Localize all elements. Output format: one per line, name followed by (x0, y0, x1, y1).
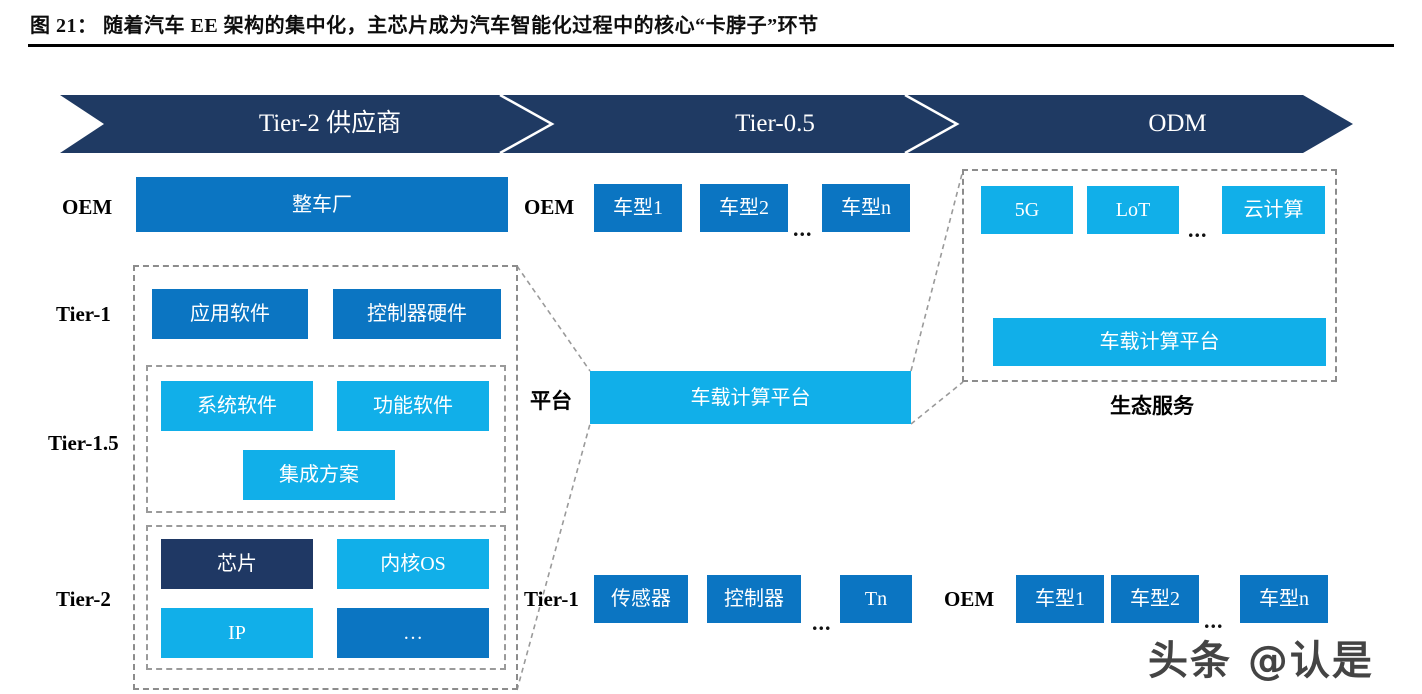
middle-oem-label: OEM (524, 195, 575, 219)
box-right-oem-model-n: 车型n (1240, 575, 1328, 623)
box-label: 控制器 (724, 588, 784, 610)
watermark: 头条 @认是 (1148, 638, 1374, 684)
box-label: 整车厂 (292, 193, 352, 216)
box-middle-vehicle-compute-platform: 车载计算平台 (590, 371, 911, 424)
box-label: 功能软件 (373, 395, 453, 417)
box-left-oem-vehicle-plant: 整车厂 (136, 177, 508, 232)
tier2-subgroup-container (146, 525, 506, 670)
middle-tier1-label: Tier-1 (524, 587, 579, 611)
box-middle-tier1-tn: Tn (840, 575, 912, 623)
value-chain-banner: Tier-2 供应商 Tier-0.5 ODM (60, 95, 1353, 153)
banner-shape (60, 95, 1353, 153)
middle-tier1-ellipsis: ... (812, 610, 832, 635)
box-tier1-controller-hardware: 控制器硬件 (333, 289, 501, 339)
box-eco-5g: 5G (981, 186, 1073, 234)
figure-title-bar: 图 21： 随着汽车 EE 架构的集中化，主芯片成为汽车智能化过程中的核心“卡脖… (0, 0, 1422, 47)
box-middle-tier1-sensor: 传感器 (594, 575, 688, 623)
left-tier2-label: Tier-2 (56, 587, 111, 611)
connector-left-bottom (516, 423, 591, 691)
box-label: 车型1 (1035, 588, 1085, 610)
connector-right-bottom (910, 381, 964, 425)
box-tier1-app-software: 应用软件 (152, 289, 308, 339)
banner-chevrons-svg (60, 95, 1353, 153)
box-eco-lot: LoT (1087, 186, 1179, 234)
connector-right-top (910, 169, 964, 372)
right-oem-label: OEM (944, 587, 995, 611)
box-label: 车型2 (719, 197, 769, 219)
box-middle-oem-model-1: 车型1 (594, 184, 682, 232)
box-tier15-system-software: 系统软件 (161, 381, 313, 431)
box-label: 集成方案 (279, 464, 359, 486)
box-label: 车型1 (613, 197, 663, 219)
box-middle-tier1-controller: 控制器 (707, 575, 801, 623)
box-tier2-ip: IP (161, 608, 313, 658)
box-label: 车型2 (1130, 588, 1180, 610)
box-label: Tn (864, 588, 888, 610)
middle-oem-ellipsis: ... (793, 216, 813, 241)
right-oem-ellipsis: ... (1204, 608, 1224, 633)
box-middle-oem-model-n: 车型n (822, 184, 910, 232)
box-tier2-kernel-os: 内核OS (337, 539, 489, 589)
title-divider (28, 44, 1394, 47)
box-middle-oem-model-2: 车型2 (700, 184, 788, 232)
box-label: 内核OS (380, 553, 446, 575)
middle-platform-label: 平台 (530, 389, 572, 413)
ecosystem-ellipsis: ... (1188, 217, 1208, 242)
box-label: … (403, 622, 423, 644)
box-label: 车型n (841, 197, 891, 219)
box-right-oem-model-2: 车型2 (1111, 575, 1199, 623)
left-tier15-label: Tier-1.5 (48, 431, 119, 455)
box-label: 车型n (1259, 588, 1309, 610)
box-label: 传感器 (611, 588, 671, 610)
box-tier2-chip: 芯片 (161, 539, 313, 589)
box-label: IP (228, 622, 246, 644)
box-label: 车载计算平台 (690, 386, 811, 409)
box-label: 系统软件 (197, 395, 277, 417)
ecosystem-caption: 生态服务 (1110, 394, 1194, 418)
tier15-subgroup-container (146, 365, 506, 513)
connector-left-top (516, 265, 591, 372)
banner-separator-1 (499, 95, 555, 153)
box-label: LoT (1115, 199, 1151, 221)
box-label: 应用软件 (190, 303, 270, 325)
box-tier15-integration-solution: 集成方案 (243, 450, 395, 500)
box-right-oem-model-1: 车型1 (1016, 575, 1104, 623)
box-eco-vehicle-compute-platform: 车载计算平台 (993, 318, 1326, 366)
supplier-stack-container (133, 265, 518, 690)
box-label: 芯片 (217, 553, 257, 575)
box-label: 车载计算平台 (1099, 331, 1220, 353)
box-label: 云计算 (1243, 199, 1304, 221)
ecosystem-container (962, 169, 1337, 382)
box-eco-cloud-computing: 云计算 (1222, 186, 1325, 234)
page-title: 图 21： 随着汽车 EE 架构的集中化，主芯片成为汽车智能化过程中的核心“卡脖… (30, 15, 819, 37)
box-label: 5G (1014, 199, 1040, 221)
box-tier2-more: … (337, 608, 489, 658)
box-label: 控制器硬件 (367, 303, 467, 325)
left-oem-label: OEM (62, 195, 113, 219)
left-tier1-label: Tier-1 (56, 302, 111, 326)
banner-separator-2 (904, 95, 960, 153)
box-tier15-function-software: 功能软件 (337, 381, 489, 431)
